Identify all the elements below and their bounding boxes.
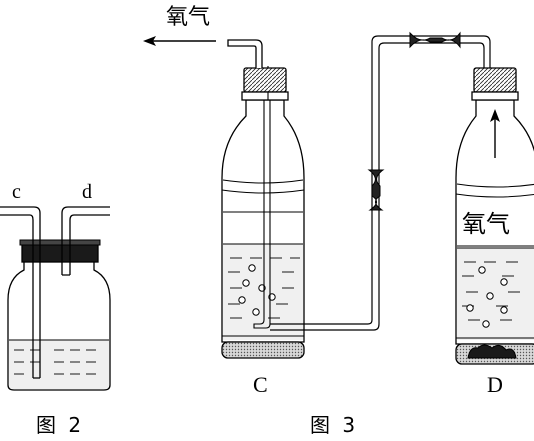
bottle-c-base (221, 341, 305, 359)
bottle-d-water (457, 248, 534, 340)
connecting-tube (270, 35, 491, 331)
fig3-caption: 图 3 (310, 413, 358, 437)
bottle-d-label: D (487, 372, 503, 397)
bottle-c-inlet-tube (253, 66, 271, 329)
bottle-d-cap (473, 67, 517, 93)
rubber-connector-vertical (367, 169, 385, 211)
bottle-d-bubbles (466, 266, 508, 328)
rubber-connector-horizontal (409, 31, 461, 49)
figure-2-apparatus (0, 206, 111, 391)
bottle-d-up-arrow (490, 109, 500, 158)
fig2-label-c: c (12, 181, 21, 203)
bottle-d-oxygen-label: 氧气 (462, 210, 510, 238)
bottle-c-cap (243, 67, 287, 93)
fig2-tube-c (0, 206, 41, 379)
bottle-d (455, 67, 534, 365)
fig2-label-d: d (82, 181, 92, 203)
fig2-water-dashes (14, 349, 96, 375)
bottle-c-outlet-tube (227, 39, 263, 68)
bottle-d-solid (467, 344, 517, 359)
fig2-caption: 图 2 (36, 413, 84, 437)
oxygen-outflow-label: 氧气 (166, 5, 210, 30)
fig2-water (9, 340, 109, 389)
bottle-c-water-dashes (228, 257, 300, 319)
oxygen-outflow-arrow (143, 36, 216, 46)
bottle-c (221, 39, 305, 359)
fig2-tube-d (61, 206, 110, 276)
bottle-c-label: C (253, 372, 268, 397)
